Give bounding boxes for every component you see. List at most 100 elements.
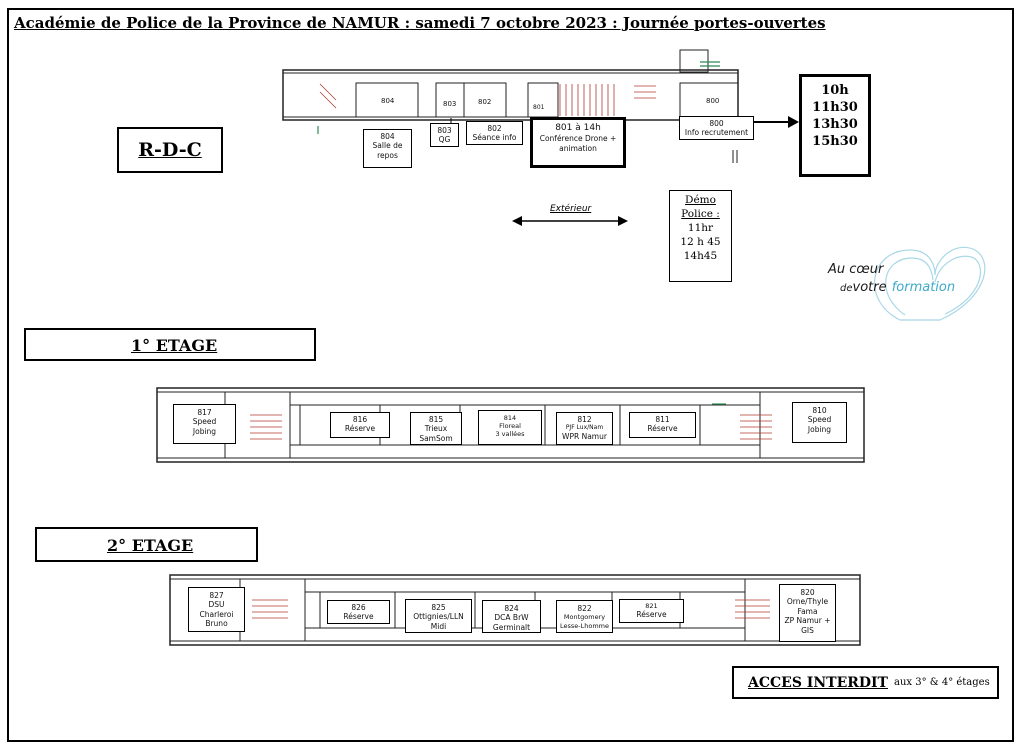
room-811-number: 811 [655,415,670,424]
room-811: 811 Réserve [629,412,696,438]
room-816: 816 Réserve [330,412,390,438]
room-826: 826 Réserve [327,600,390,624]
logo-formation: formation [891,280,956,295]
exterieur-label: Extérieur [550,204,592,214]
plan-804: 804 [381,97,395,105]
room-815-line1: Trieux [424,424,448,434]
page-title: Académie de Police de la Province de NAM… [14,14,826,32]
room-827-line1: DSU [208,600,225,610]
plan-800: 800 [706,97,719,105]
room-804-number: 804 [380,132,395,141]
room-810-number: 810 [812,406,827,415]
demo-subtitle: Police : [681,208,720,220]
room-801-line2: animation [559,143,597,153]
room-817-line2: Jobing [192,426,217,436]
plan-802: 802 [478,98,491,106]
time-1: 10h [821,83,849,98]
logo-line1: Au cœur [828,262,884,277]
etage2-label: 2° ETAGE [107,536,194,555]
room-800-number: 800 [709,119,724,128]
room-812-number: 812 [577,415,592,424]
room-801-number: 801 à 14h [555,123,601,133]
logo-de: de [840,283,853,294]
logo-swirl [873,246,986,321]
room-825-line2: Midi [430,621,447,631]
etage1-plan [156,387,865,463]
room-826-line1: Réserve [343,612,374,622]
room-801-callout: 801 à 14h Conférence Drone + animation [530,117,626,168]
room-801-line1: Conférence Drone + [539,134,617,144]
room-815-line2: SamSom [419,433,453,443]
room-816-number: 816 [352,415,368,424]
rdc-plan-numbers: 804 803 802 801 800 [381,97,719,111]
demo-title: Démo [685,194,716,206]
room-824-line1: DCA BrW [494,613,529,623]
room-804-line2: repos [377,150,398,160]
room-827-line2: Charleroi [199,609,234,619]
room-821-line1: Réserve [636,610,667,620]
room-822-line2: Lesse-Lhomme [559,621,609,630]
room-817-number: 817 [197,408,212,417]
etage2-banner [35,527,258,562]
room-812-line2: WPR Namur [562,431,607,441]
plan-803: 803 [443,100,456,108]
room-827-line3: Bruno [205,619,228,629]
acces-interdit-label: ACCES INTERDIT [748,674,888,691]
room-810-line2: Jobing [807,424,832,434]
conference-times-box: 10h 11h30 13h30 15h30 [799,74,871,177]
room-812: 812 PJF Lux/Nam WPR Namur [556,412,613,445]
demo-time-2: 12 h 45 [680,236,721,248]
room-803-number: 803 [437,126,452,135]
etage1-banner [24,328,316,361]
room-810: 810 Speed Jobing [792,402,847,443]
room-804-callout: 804 Salle de repos [363,129,412,168]
exterieur-arrow [512,216,628,226]
room-824-number: 824 [504,604,519,613]
time-4: 15h30 [812,134,858,149]
demo-time-3: 14h45 [683,250,718,262]
room-821-number: 821 [645,602,658,610]
room-814-line1: Floreal [499,422,521,431]
rdc-label: R-D-C [117,127,223,173]
room-824: 824 DCA BrW Germinalt [482,600,541,633]
demo-police-box: Démo Police : 11hr 12 h 45 14h45 [669,190,732,282]
room-803-line1: QG [438,135,451,145]
time-2: 11h30 [812,100,858,115]
room-822-line1: Montgomery [563,613,606,622]
plan-801: 801 [533,104,545,111]
room-820-line1: Orne/Thyle [786,597,829,607]
room-816-line1: Réserve [344,424,376,434]
room-825: 825 Ottignies/LLN Midi [405,599,472,633]
room-814: 814 Floreal 3 vallées [478,410,542,445]
room-810-line1: Speed [807,415,832,425]
page-frame [7,8,1014,742]
room-824-line2: Germinalt [492,622,531,632]
logo: Au cœur devotre formation [828,263,955,295]
room-815: 815 Trieux SamSom [410,412,462,445]
room-820-line4: GIS [801,625,814,635]
room-800-callout: 800 Info recrutement [679,116,754,140]
room-820: 820 Orne/Thyle Fama ZP Namur + GIS [779,584,836,642]
times-arrow [754,116,799,128]
room-817-line1: Speed [192,417,217,427]
room-825-number: 825 [431,603,446,612]
room-803-callout: 803 QG [430,123,459,147]
room-821: 821 Réserve [619,599,684,623]
room-826-number: 826 [351,603,366,612]
room-814-line2: 3 vallées [495,430,525,439]
room-802-callout: 802 Séance info [466,121,523,145]
acces-interdit-box: ACCES INTERDIT aux 3° & 4° étages [732,666,999,699]
room-804-line1: Salle de [372,141,403,151]
acces-interdit-detail: aux 3° & 4° étages [893,677,990,688]
room-820-line2: Fama [797,606,818,616]
room-827: 827 DSU Charleroi Bruno [188,587,245,632]
room-820-line3: ZP Namur + [784,616,831,626]
room-820-number: 820 [800,588,815,597]
room-815-number: 815 [428,415,444,424]
room-802-number: 802 [487,124,502,133]
etage1-label: 1° ETAGE [131,336,218,355]
room-822: 822 Montgomery Lesse-Lhomme [556,600,613,633]
time-3: 13h30 [812,117,858,132]
room-814-number: 814 [503,414,517,422]
